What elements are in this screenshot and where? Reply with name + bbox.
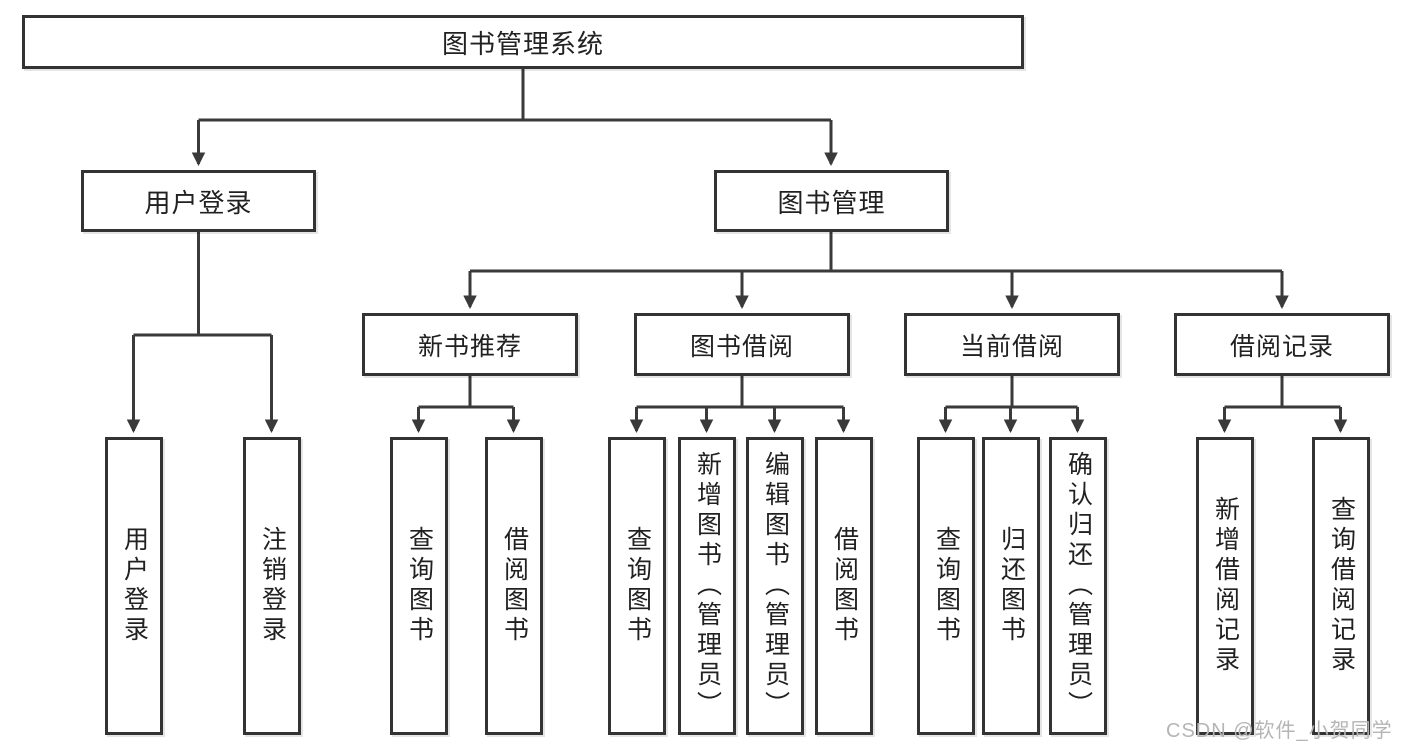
node-label: 图书借阅: [689, 332, 794, 361]
leaf-label: 编辑图书（管理员）: [761, 451, 790, 721]
leaf-add-book-admin: 新增图书（管理员）: [678, 437, 736, 735]
leaf-user-login: 用户登录: [105, 437, 163, 735]
leaf-label: 新增借阅记录: [1211, 496, 1240, 676]
leaf-label: 查询图书: [932, 526, 961, 646]
leaf-logout: 注销登录: [243, 437, 301, 735]
leaf-confirm-return-admin: 确认归还（管理员）: [1049, 437, 1107, 735]
leaf-label: 借阅图书: [830, 526, 859, 646]
leaf-edit-book-admin: 编辑图书（管理员）: [746, 437, 804, 735]
leaf-label: 查询图书: [405, 526, 434, 646]
leaf-return-book: 归还图书: [982, 437, 1040, 735]
node-label: 新书推荐: [417, 332, 522, 361]
leaf-label: 查询图书: [623, 526, 652, 646]
node-label: 图书管理系统: [441, 28, 604, 59]
node-book-management: 图书管理: [714, 170, 949, 232]
node-user-login: 用户登录: [81, 170, 316, 232]
node-label: 图书管理: [777, 187, 886, 218]
node-label: 用户登录: [144, 187, 253, 218]
leaf-add-borrow-record: 新增借阅记录: [1196, 437, 1254, 735]
leaf-query-books-borrow: 查询图书: [608, 437, 666, 735]
leaf-borrow-books-recommend: 借阅图书: [485, 437, 543, 735]
csdn-watermark: CSDN @软件_小贺同学: [1166, 720, 1393, 742]
leaf-label: 用户登录: [120, 526, 149, 646]
leaf-label: 归还图书: [997, 526, 1026, 646]
node-borrow-records: 借阅记录: [1174, 313, 1390, 376]
leaf-query-books-current: 查询图书: [917, 437, 975, 735]
leaf-label: 新增图书（管理员）: [693, 451, 722, 721]
leaf-label: 注销登录: [258, 526, 287, 646]
node-label: 借阅记录: [1229, 332, 1334, 361]
node-book-borrow: 图书借阅: [634, 313, 850, 376]
node-book-management-system: 图书管理系统: [22, 15, 1024, 69]
leaf-label: 查询借阅记录: [1327, 496, 1356, 676]
leaf-label: 借阅图书: [500, 526, 529, 646]
leaf-label: 确认归还（管理员）: [1064, 451, 1093, 721]
node-current-borrow: 当前借阅: [904, 313, 1120, 376]
leaf-query-borrow-record: 查询借阅记录: [1312, 437, 1370, 735]
node-new-book-recommend: 新书推荐: [362, 313, 578, 376]
leaf-borrow-books-borrow: 借阅图书: [815, 437, 873, 735]
leaf-query-books-recommend: 查询图书: [390, 437, 448, 735]
node-label: 当前借阅: [959, 332, 1064, 361]
